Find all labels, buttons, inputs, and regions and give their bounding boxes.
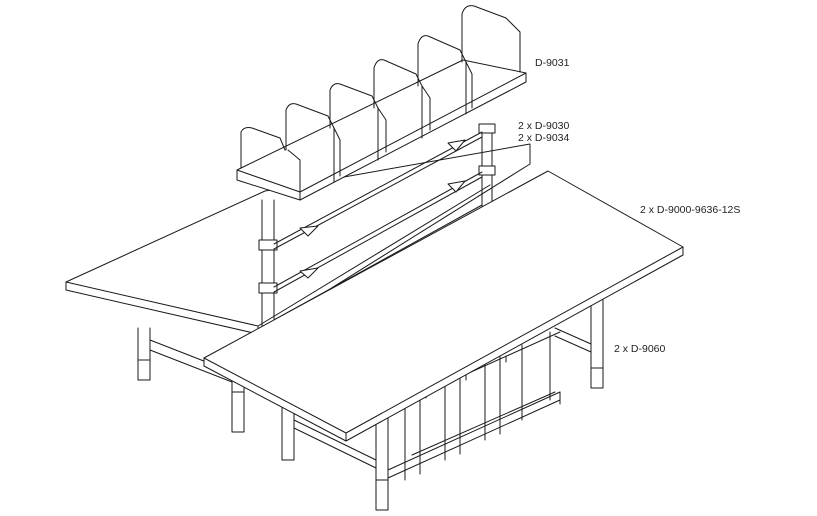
- label-uprights-brackets: 2 x D-9030 2 x D-9034: [518, 120, 569, 144]
- label-table-tops: 2 x D-9000-9636-12S: [640, 204, 741, 216]
- left-table-legs: [137, 327, 245, 433]
- label-uprights: 2 x D-9030: [518, 120, 570, 132]
- right-table-top: [203, 170, 684, 442]
- top-shelf: [236, 5, 527, 201]
- uprights: [258, 123, 496, 336]
- label-frames: 2 x D-9060: [614, 343, 666, 355]
- left-table-top: [65, 143, 531, 335]
- label-brackets: 2 x D-9034: [518, 132, 570, 144]
- right-table-frame: [281, 291, 604, 511]
- label-shelf: D-9031: [535, 57, 570, 69]
